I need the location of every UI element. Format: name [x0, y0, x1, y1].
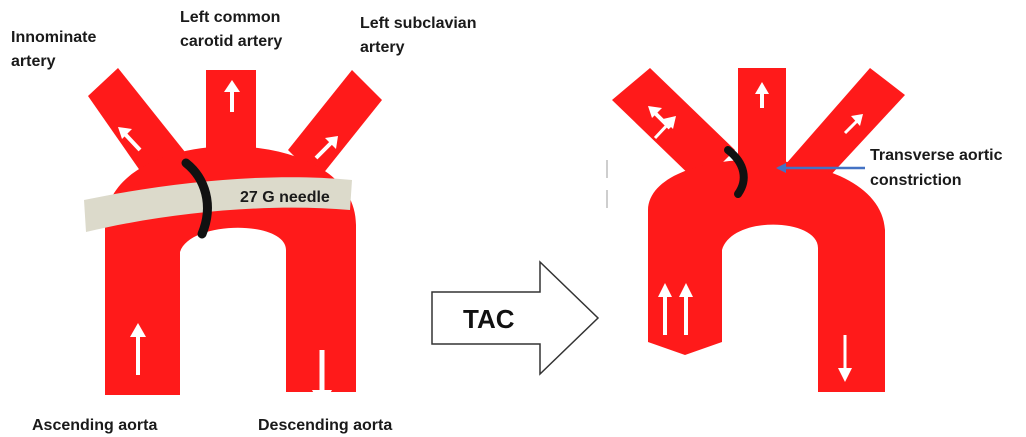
- constriction-label-line1: Transverse aortic: [870, 147, 1003, 164]
- descending-aorta-label: Descending aorta: [258, 417, 392, 434]
- tac-label: TAC: [463, 304, 515, 334]
- tac-arrow: TAC: [432, 262, 598, 374]
- tac-block-arrow: [432, 262, 598, 374]
- ascending-aorta-label: Ascending aorta: [32, 417, 157, 434]
- constriction-label-line2: constriction: [870, 172, 962, 189]
- left-common-carotid-label-line1: Left common: [180, 9, 280, 26]
- innominate-label-line2: artery: [11, 53, 56, 70]
- left-subclavian-label-line1: Left subclavian: [360, 15, 476, 32]
- left-subclavian-label-line2: artery: [360, 39, 405, 56]
- needle-label: 27 G needle: [240, 189, 330, 206]
- left-common-carotid-label-line2: carotid artery: [180, 33, 282, 50]
- normal-aorta: [84, 68, 382, 408]
- constricted-aorta: [612, 68, 905, 392]
- innominate-label-line1: Innominate: [11, 29, 96, 46]
- aortic-arch-tac: [648, 160, 885, 392]
